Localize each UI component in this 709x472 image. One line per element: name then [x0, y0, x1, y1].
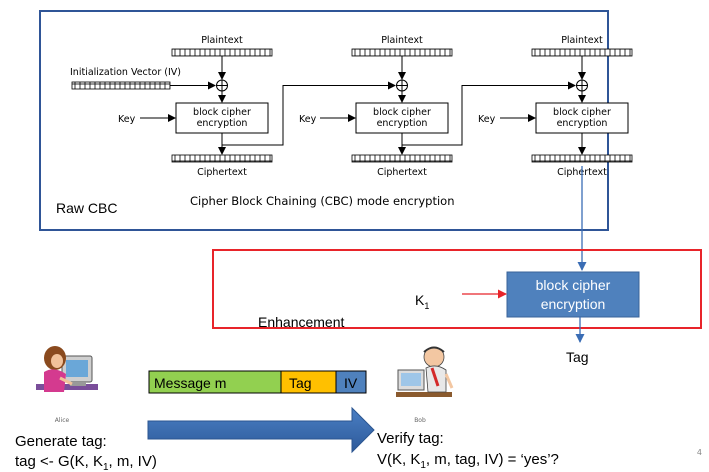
cipher-box-3: [535, 102, 629, 134]
tag-segment-label: Tag: [289, 375, 312, 391]
cipher-box-2-line2: encryption: [377, 118, 428, 129]
bob-name: Bob: [414, 417, 426, 424]
enhancement-label: Enhancement: [258, 314, 345, 330]
cipher-box-3-line1: block cipher: [553, 107, 611, 118]
iv-segment-label: IV: [344, 375, 358, 391]
plaintext-register-2: [351, 48, 453, 57]
cbc-block-3: Plaintext block cipher encryption Key Ci…: [478, 35, 633, 178]
chain-arrow-1: [222, 81, 396, 146]
iv-segment: [335, 370, 367, 394]
ciphertext-register-1: [171, 154, 273, 163]
tag-output-label: Tag: [566, 349, 589, 365]
ciphertext-register-3: [531, 154, 633, 163]
send-arrow: [147, 406, 375, 454]
key-label-3: Key: [478, 114, 496, 125]
bob-computer-icon: [396, 346, 454, 397]
plaintext-label-2: Plaintext: [381, 35, 423, 46]
cipher-box-1: [175, 102, 269, 134]
plaintext-register-3: [531, 48, 633, 57]
cbc-block-1: Plaintext block cipher encryption Key Ci…: [118, 35, 396, 178]
alice-action: Generate tag:: [15, 433, 107, 450]
raw-cbc-frame: [39, 10, 609, 231]
message-segment-label: Message m: [154, 375, 226, 391]
cipher-box-3-line2: encryption: [557, 118, 608, 129]
raw-cbc-label: Raw CBC: [56, 200, 117, 216]
iv-label: Initialization Vector (IV): [70, 67, 181, 78]
enhancement-cipher-line2: encryption: [541, 296, 606, 312]
slide-number: 4: [697, 448, 702, 457]
alice-name: Alice: [55, 417, 70, 424]
bob-action: Verify tag:: [377, 430, 444, 447]
plaintext-register-1: [171, 48, 273, 57]
key-label-2: Key: [299, 114, 317, 125]
cipher-box-2-line1: block cipher: [373, 107, 431, 118]
bob-formula: V(K, K1, m, tag, IV) = ‘yes’?: [377, 451, 559, 471]
alice-computer-icon: [36, 346, 98, 392]
k1-label: K1: [415, 292, 429, 311]
iv-register: [71, 81, 171, 90]
cbc-caption: Cipher Block Chaining (CBC) mode encrypt…: [190, 194, 455, 208]
enhancement-cipher-line1: block cipher: [536, 277, 611, 293]
cipher-box-1-line2: encryption: [197, 118, 248, 129]
cbc-block-2: Plaintext block cipher encryption Key Ci…: [299, 35, 576, 178]
chain-arrow-2: [402, 81, 576, 146]
cipher-box-1-line1: block cipher: [193, 107, 251, 118]
key-label-1: Key: [118, 114, 136, 125]
alice-formula: tag <- G(K, K1, m, IV): [15, 453, 157, 472]
plaintext-label-3: Plaintext: [561, 35, 603, 46]
plaintext-label-1: Plaintext: [201, 35, 243, 46]
ciphertext-label-1: Ciphertext: [197, 167, 247, 178]
ciphertext-label-2: Ciphertext: [377, 167, 427, 178]
ciphertext-register-2: [351, 154, 453, 163]
enhancement-frame: [212, 249, 702, 329]
enhancement-cipher-box: [506, 271, 640, 318]
